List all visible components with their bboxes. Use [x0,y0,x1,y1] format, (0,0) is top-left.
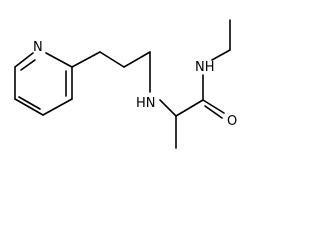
bond [14,98,44,116]
double-bond [204,105,223,119]
bond [99,51,125,68]
double-bond [20,59,36,71]
amine-nh-label: HN [136,96,156,111]
double-bond [202,99,225,114]
bond [71,51,101,68]
bond [45,52,73,68]
double-bond [18,96,41,110]
bond [159,99,177,117]
pyridine-ring [14,52,73,116]
bond [14,52,34,68]
bond [42,98,73,116]
bond [175,99,204,117]
amide-nh-label: NH [195,60,215,75]
structure-diagram: N HN NH O [14,19,237,149]
bond [211,49,231,61]
pyridine-nitrogen-label: N [33,40,43,55]
bond [123,51,151,68]
carbonyl-oxygen-label: O [227,114,237,129]
